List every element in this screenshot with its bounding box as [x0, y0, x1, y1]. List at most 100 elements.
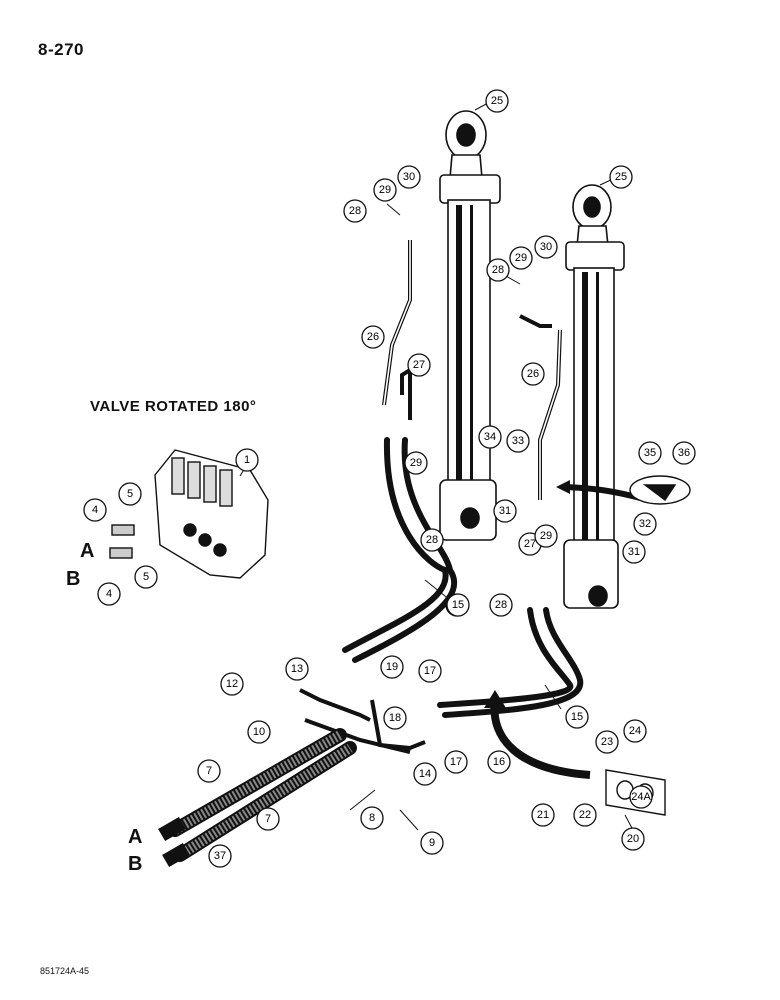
callout-number: 29 — [410, 457, 422, 469]
callout-number: 25 — [615, 171, 627, 183]
valve-port-a-label: A — [80, 540, 95, 562]
callout-circle — [247, 720, 271, 744]
callout-14: 14 — [413, 762, 437, 786]
callout-number: 5 — [127, 488, 133, 500]
callout-19: 19 — [380, 655, 404, 679]
callout-5: 5 — [134, 565, 158, 589]
callout-29: 29 — [404, 451, 428, 475]
callout-21: 21 — [531, 803, 555, 827]
callout-17: 17 — [418, 659, 442, 683]
callout-circle — [83, 498, 107, 522]
callout-number: 14 — [419, 768, 431, 780]
callout-circle — [638, 441, 662, 465]
callout-number: 28 — [495, 599, 507, 611]
callout-number: 31 — [499, 505, 511, 517]
callout-number: 23 — [601, 736, 613, 748]
callout-number: 30 — [403, 171, 415, 183]
callout-circle — [420, 528, 444, 552]
callout-number: 18 — [389, 712, 401, 724]
callout-4: 4 — [97, 582, 121, 606]
braided-hoses — [158, 728, 357, 868]
callout-circle — [208, 844, 232, 868]
callout-27: 27 — [407, 353, 431, 377]
callout-circle — [197, 759, 221, 783]
callout-12: 12 — [220, 672, 244, 696]
callout-34: 34 — [478, 425, 502, 449]
callout-25: 25 — [609, 165, 633, 189]
callout-7: 7 — [197, 759, 221, 783]
callout-number: 19 — [386, 661, 398, 673]
hose-end-b-label: B — [128, 853, 143, 875]
callout-number: 17 — [424, 665, 436, 677]
callout-circle — [446, 593, 470, 617]
callout-circle — [486, 258, 510, 282]
callout-number: 26 — [527, 368, 539, 380]
callout-30: 30 — [534, 235, 558, 259]
callout-18: 18 — [383, 706, 407, 730]
callout-number: 20 — [627, 833, 639, 845]
callout-number: 28 — [349, 205, 361, 217]
valve-port-b-label: B — [66, 568, 81, 590]
callout-circle — [595, 730, 619, 754]
callout-number: 1 — [244, 454, 250, 466]
callout-10: 10 — [247, 720, 271, 744]
callout-circle — [420, 831, 444, 855]
callout-number: 29 — [515, 252, 527, 264]
callout-20: 20 — [621, 827, 645, 851]
callout-circle — [361, 325, 385, 349]
callout-number: 12 — [226, 678, 238, 690]
callout-24: 24 — [623, 719, 647, 743]
right-cylinder — [563, 184, 625, 609]
callout-circle — [380, 655, 404, 679]
callout-number: 25 — [491, 95, 503, 107]
control-valve — [109, 449, 269, 579]
callout-25: 25 — [485, 89, 509, 113]
callout-number: 28 — [426, 534, 438, 546]
callout-circle — [343, 199, 367, 223]
callout-number: 35 — [644, 447, 656, 459]
callout-circle — [97, 582, 121, 606]
callout-number: 28 — [492, 264, 504, 276]
callout-number: 27 — [413, 359, 425, 371]
callout-number: 5 — [143, 571, 149, 583]
callout-8: 8 — [360, 806, 384, 830]
callout-circle — [404, 451, 428, 475]
callout-7: 7 — [256, 807, 280, 831]
callout-circle — [534, 235, 558, 259]
callout-28: 28 — [420, 528, 444, 552]
callout-number: 15 — [452, 599, 464, 611]
callout-1: 1 — [235, 448, 259, 472]
callout-number: 8 — [369, 812, 375, 824]
callout-number: 21 — [537, 809, 549, 821]
callout-circle — [256, 807, 280, 831]
callout-circle — [487, 750, 511, 774]
callout-28: 28 — [343, 199, 367, 223]
callout-circle — [509, 246, 533, 270]
hose-clamp — [629, 475, 691, 505]
page-number: 8-270 — [38, 40, 84, 59]
callout-circle — [118, 482, 142, 506]
callout-circle — [622, 540, 646, 564]
flexible-hoses — [342, 437, 584, 718]
hose-end-a-label: A — [128, 826, 143, 848]
callout-circle — [633, 512, 657, 536]
callout-4: 4 — [83, 498, 107, 522]
callout-circle — [285, 657, 309, 681]
callout-number: 7 — [265, 813, 271, 825]
callout-28: 28 — [489, 593, 513, 617]
callout-circle — [418, 659, 442, 683]
callout-5: 5 — [118, 482, 142, 506]
callout-29: 29 — [373, 178, 397, 202]
callout-31: 31 — [493, 499, 517, 523]
callout-number: 37 — [214, 850, 226, 862]
valve-caption: VALVE ROTATED 180° — [90, 398, 257, 415]
callout-circle — [672, 441, 696, 465]
left-cylinder — [439, 110, 501, 541]
callout-circle — [506, 429, 530, 453]
callout-13: 13 — [285, 657, 309, 681]
callout-circle — [383, 706, 407, 730]
callout-circle — [220, 672, 244, 696]
callouts: 1445577891012131415151516171718192021222… — [83, 89, 696, 868]
callout-number: 13 — [291, 663, 303, 675]
callout-number: 9 — [429, 837, 435, 849]
